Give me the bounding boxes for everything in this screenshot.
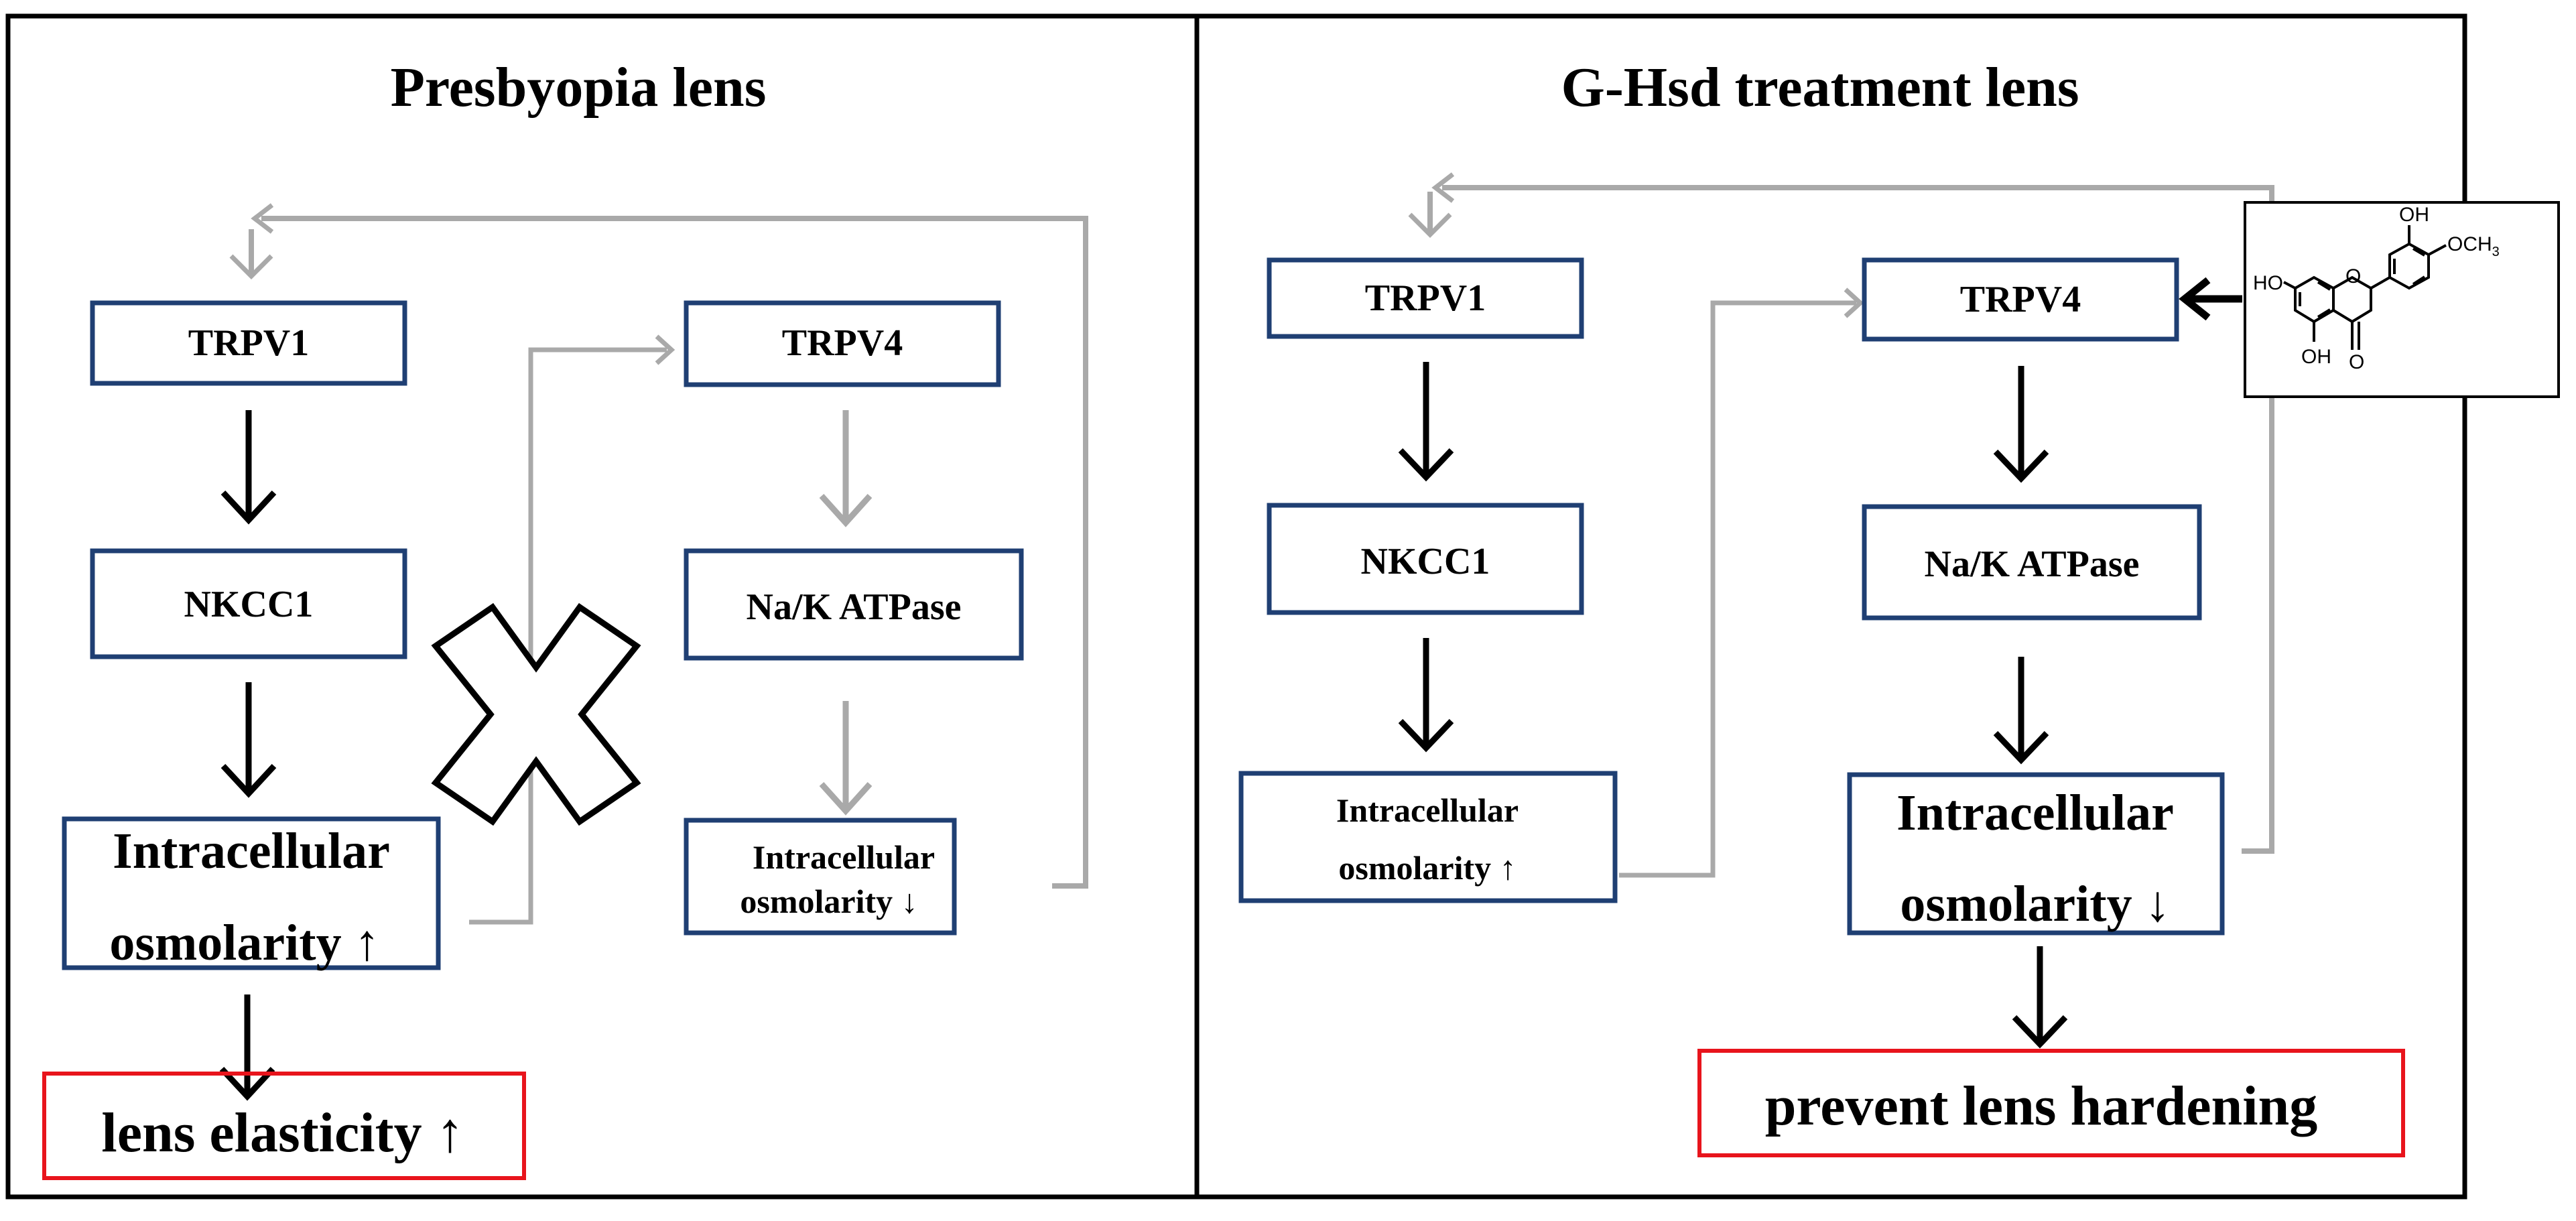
left-osmolarity-down-line1: Intracellular	[753, 838, 935, 876]
molecule-oh-top: OH	[2399, 204, 2429, 226]
right-arrow-osmolarity-outcome	[2012, 946, 2068, 1049]
right-trpv4-label: TRPV4	[1960, 279, 2081, 320]
right-arrow-trpv1-nkcc1	[1398, 362, 1454, 482]
right-atpase-label: Na/K ATPase	[1925, 543, 2140, 585]
molecule-ring-o: O	[2345, 265, 2361, 287]
right-trpv1-label: TRPV1	[1365, 277, 1486, 319]
left-atpase-box	[684, 548, 1024, 661]
right-osmolarity-up-line1: Intracellular	[1336, 791, 1519, 829]
right-panel-title: G-Hsd treatment lens	[1561, 56, 2079, 119]
left-atpase-label: Na/K ATPase	[747, 586, 962, 628]
left-trpv1-box	[90, 300, 407, 386]
left-blocked-cross	[431, 602, 641, 826]
left-feedback-loop	[229, 203, 1088, 889]
molecule-frame	[2244, 201, 2560, 398]
left-trpv4-label: TRPV4	[782, 322, 903, 364]
left-osmolarity-up-line2: osmolarity ↑	[109, 915, 379, 971]
left-arrow-atpase-osmolarity	[819, 701, 873, 816]
left-arrow-osmolarity-outcome	[219, 994, 275, 1101]
right-osmolarity-down-box	[1847, 772, 2225, 936]
left-osmolarity-up-box	[62, 816, 441, 970]
right-osm-to-trpv4-connector	[1619, 287, 1864, 878]
right-nkcc1-box	[1267, 503, 1584, 615]
left-osmolarity-down-box	[684, 818, 957, 936]
right-feedback-loop	[1408, 172, 2274, 854]
left-osmolarity-up-line1: Intracellular	[113, 823, 390, 879]
g-hsd-molecule: OH OCH3 HO O OH O	[2244, 201, 2560, 398]
molecule-oh-bottom: OH	[2301, 346, 2331, 368]
right-arrow-nkcc1-osmolarity	[1398, 638, 1454, 753]
left-trpv1-label: TRPV1	[188, 322, 309, 364]
right-osmolarity-down-line2: osmolarity ↓	[1900, 876, 2170, 932]
left-trpv4-box	[684, 300, 1001, 387]
left-panel-title: Presbyopia lens	[391, 56, 767, 119]
right-arrow-molecule-trpv4	[2179, 277, 2242, 321]
right-osmolarity-down-line1: Intracellular	[1896, 785, 2174, 841]
right-arrow-trpv4-atpase	[1993, 366, 2049, 483]
left-arrow-nkcc1-osmolarity	[220, 682, 277, 798]
left-arrow-trpv1-nkcc1	[220, 410, 277, 525]
right-outcome-box	[1697, 1049, 2405, 1157]
left-nkcc1-box	[90, 548, 407, 659]
left-outcome-box	[42, 1072, 526, 1180]
right-outcome-label: prevent lens hardening	[1765, 1075, 2318, 1137]
molecule-keto-o: O	[2349, 351, 2364, 373]
right-arrow-atpase-osmolarity	[1993, 657, 2049, 765]
right-panel-frame	[1194, 13, 2467, 1200]
molecule-och3: OCH3	[2447, 233, 2500, 259]
right-osmolarity-up-line2: osmolarity ↑	[1338, 849, 1516, 887]
left-nkcc1-label: NKCC1	[184, 584, 314, 625]
molecule-ho-left: HO	[2253, 272, 2283, 294]
left-arrow-trpv4-atpase	[819, 410, 873, 527]
left-osmolarity-down-line2: osmolarity ↓	[740, 883, 917, 920]
right-osmolarity-up-box	[1238, 771, 1618, 903]
left-outcome-label: lens elasticity ↑	[101, 1102, 464, 1164]
right-trpv1-box	[1267, 257, 1584, 339]
right-nkcc1-label: NKCC1	[1361, 541, 1490, 582]
left-osm-to-trpv4-connector	[469, 334, 675, 925]
right-trpv4-box	[1862, 257, 2179, 342]
right-atpase-box	[1862, 504, 2202, 621]
